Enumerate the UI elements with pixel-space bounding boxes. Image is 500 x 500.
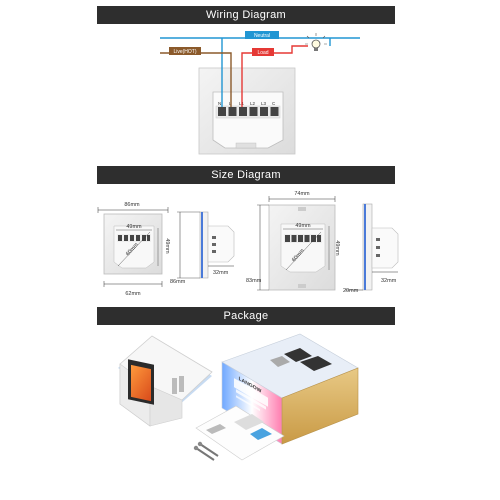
right-inner-height-label: 49mm <box>334 240 340 256</box>
terminal-label-l2: L2 <box>250 101 256 106</box>
left-height-label: 86mm <box>170 279 186 285</box>
left-depth-label: 32mm <box>213 270 229 276</box>
right-depth-label: 32mm <box>381 278 397 284</box>
package-title: Package <box>223 310 269 322</box>
wiring-diagram: N L L1 L2 L3 C Neutral Live(HOT) Load <box>160 31 360 155</box>
left-inner-width-label: 49mm <box>126 224 142 230</box>
wiring-diagram-title: Wiring Diagram <box>206 9 286 21</box>
package-illustration: LANGOW <box>118 333 359 461</box>
size-diagram-title: Size Diagram <box>211 169 281 181</box>
terminal-label-c: C <box>272 101 276 106</box>
neutral-label-tag <box>245 31 279 39</box>
right-width-top-label: 74mm <box>294 191 310 197</box>
load-label-tag <box>252 48 274 56</box>
right-depth-plate-label: 20mm <box>343 288 359 294</box>
right-inner-width-label: 49mm <box>295 223 311 229</box>
mounting-screws <box>193 441 219 461</box>
terminal-label-n: N <box>218 101 221 106</box>
left-width-bottom-label: 62mm <box>125 291 141 297</box>
terminal-label-l3: L3 <box>261 101 267 106</box>
product-box: LANGOW <box>221 333 359 445</box>
terminal-screws <box>218 107 279 116</box>
thermostat-product <box>118 335 213 427</box>
package-banner: Package <box>97 307 395 325</box>
light-bulb-icon <box>305 33 327 51</box>
user-manual <box>195 405 285 461</box>
right-height-label: 83mm <box>246 278 262 284</box>
size-diagram-right: 74mm 49mm 60mm 49mm 83mm 32mm 20mm <box>246 191 399 294</box>
neutral-label: Neutral <box>254 33 270 39</box>
live-label-tag <box>169 47 201 55</box>
size-diagram-left: 86mm 49mm 60mm 49mm 62mm 86mm 32mm <box>97 202 235 297</box>
live-label: Live(HOT) <box>173 49 196 55</box>
wiring-diagram-banner: Wiring Diagram <box>97 6 395 24</box>
load-wire <box>241 45 308 107</box>
size-diagram-banner: Size Diagram <box>97 166 395 184</box>
left-width-top-label: 86mm <box>124 202 140 208</box>
left-inner-height-label: 49mm <box>164 238 170 254</box>
load-label: Load <box>257 50 268 56</box>
